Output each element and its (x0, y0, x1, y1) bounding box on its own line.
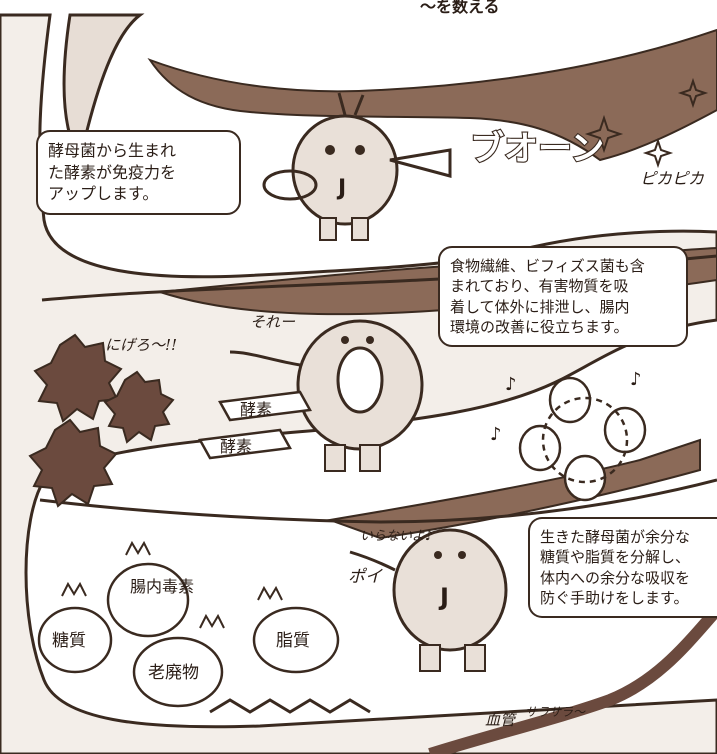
nigero-shout: にげろ〜!! (105, 336, 177, 354)
horn-sound: ブオーン (470, 129, 604, 169)
middle-speech-bubble: 食物繊維、ビフィズス菌も含 まれており、有害物質を吸 着して体外に排泄し、腸内 … (438, 246, 688, 347)
horn-mascot-letter: J (336, 176, 346, 201)
svg-text:脂質: 脂質 (276, 631, 310, 651)
fat-sack: 脂質 (252, 585, 340, 674)
bad-bacteria-group (28, 333, 175, 508)
music-note-icons: ♪ ♪ ♪ (490, 369, 642, 445)
throwing-mascot: J (349, 528, 508, 672)
pointing-mascot (229, 319, 424, 472)
horn-mascot: J (262, 92, 452, 241)
blood-vessel (428, 605, 717, 754)
svg-text:老廃物: 老廃物 (148, 663, 199, 683)
gut-wall-low (326, 438, 701, 540)
enzyme-rocket-1: 酵素 (218, 390, 312, 422)
iranai-shout: いらないよ♪ (360, 529, 433, 544)
blood-flow-sound: サラサラ〜 (525, 705, 586, 719)
waste-sack: 老廃物 (132, 613, 225, 708)
dancing-creatures (518, 376, 647, 502)
horn-icon (389, 148, 452, 178)
sparkle-icons (584, 77, 709, 169)
top-speech-bubble: 酵母菌から生まれ た酵素が免疫力を アップします。 (36, 130, 241, 215)
svg-text:♪: ♪ (630, 369, 642, 390)
title-fragment: 〜を数える (420, 0, 500, 16)
sugar-sack: 糖質 (37, 581, 113, 674)
gut-wall-top (147, 28, 717, 162)
bottom-speech-bubble: 生きた酵母菌が余分な 糖質や脂質を分解し、 体内への余分な吸収を 防ぐ手助けをし… (528, 517, 717, 618)
throwing-mascot-letter: J (438, 583, 449, 611)
svg-text:糖質: 糖質 (52, 631, 86, 651)
svg-text:♪: ♪ (505, 374, 517, 395)
enzyme-rocket-2: 酵素 (198, 428, 292, 460)
toxin-sack: 腸内毒素 (106, 540, 194, 638)
sparkle-sound: ピカピカ (640, 169, 705, 188)
svg-text:酵素: 酵素 (240, 400, 272, 419)
svg-text:♪: ♪ (490, 424, 502, 445)
svg-text:腸内毒素: 腸内毒素 (130, 577, 194, 596)
sore-shout: それー (250, 313, 296, 331)
blood-vessel-label: 血管 (485, 711, 517, 729)
svg-text:酵素: 酵素 (220, 437, 252, 456)
throw-sound: ポイ (348, 567, 383, 587)
